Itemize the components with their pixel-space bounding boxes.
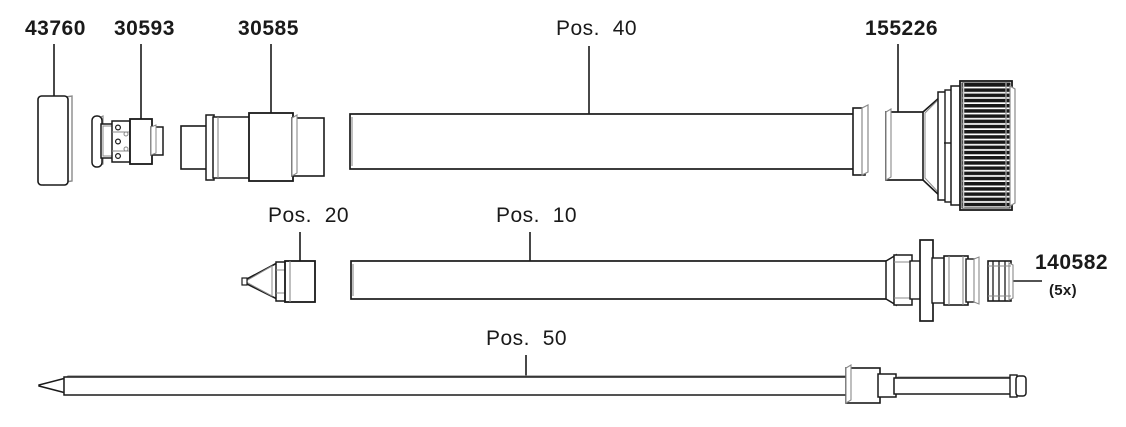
part-pos40-outer-tube bbox=[349, 104, 869, 176]
part-pos10-inner-tube-assembly bbox=[350, 239, 980, 322]
label-155226: 155226 bbox=[865, 17, 939, 40]
part-30593-electrode-fitting bbox=[91, 115, 164, 168]
label-pos-50: Pos. 50 bbox=[486, 327, 568, 350]
part-30585-stepped-nozzle-body bbox=[180, 112, 325, 182]
part-155226-knurled-cap bbox=[885, 80, 1016, 211]
part-pos20-tapered-tip bbox=[241, 260, 316, 303]
label-pos-10: Pos. 10 bbox=[496, 204, 578, 227]
label-140582-quantity: (5x) bbox=[1049, 282, 1077, 299]
part-140582-o-ring-seal bbox=[987, 260, 1014, 302]
label-pos-20: Pos. 20 bbox=[268, 204, 350, 227]
label-pos-40: Pos. 40 bbox=[556, 17, 638, 40]
label-30585: 30585 bbox=[238, 17, 299, 40]
label-30593: 30593 bbox=[114, 17, 175, 40]
label-43760: 43760 bbox=[25, 17, 86, 40]
part-43760-insulator-block bbox=[37, 95, 73, 186]
label-140582: 140582 bbox=[1035, 251, 1109, 274]
part-pos50-long-electrode-rod bbox=[38, 364, 1027, 404]
